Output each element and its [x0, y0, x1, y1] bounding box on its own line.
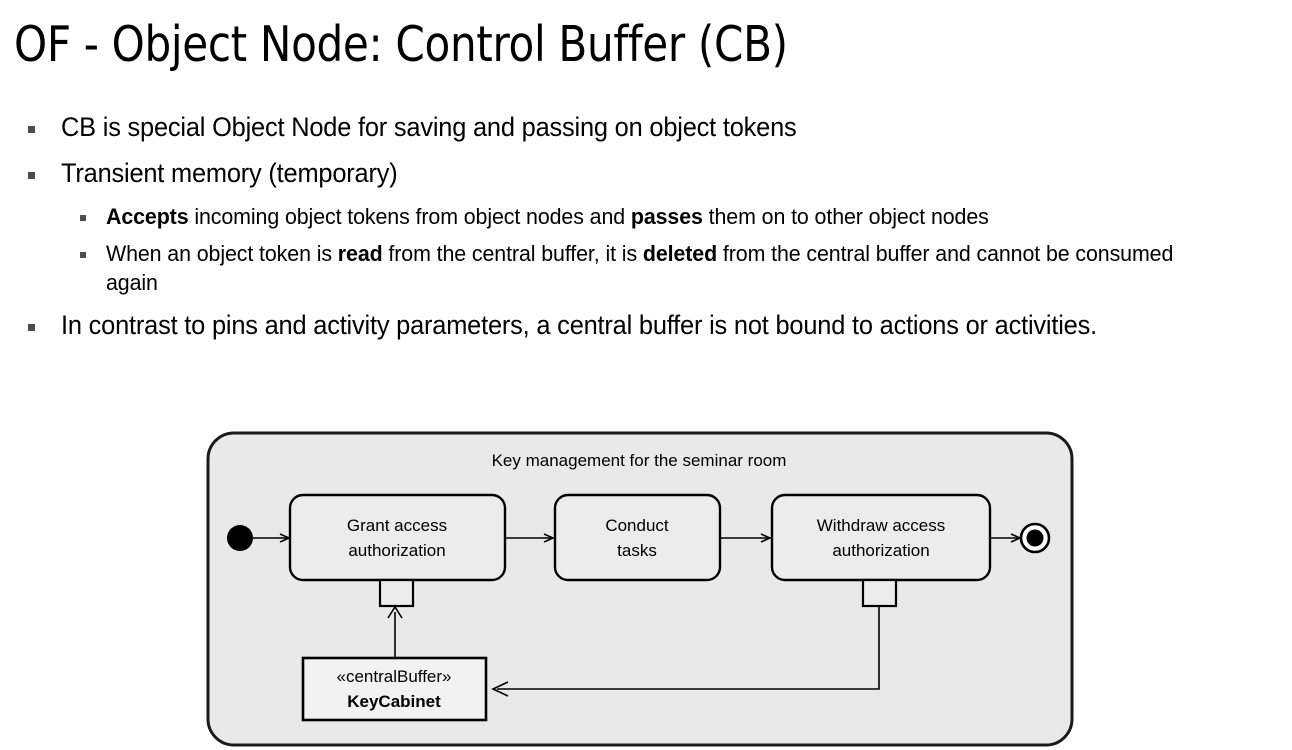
bullet-marker: [28, 172, 35, 179]
bullet-text: In contrast to pins and activity paramet…: [61, 310, 1097, 340]
central-buffer-name: KeyCabinet: [347, 692, 441, 711]
action-withdraw-label-line2: authorization: [832, 541, 929, 560]
bullet-text: Transient memory (temporary): [61, 158, 398, 188]
bullet-item-1: CB is special Object Node for saving and…: [28, 110, 1268, 144]
bullet-item-3: In contrast to pins and activity paramet…: [28, 308, 1268, 342]
action-grant-label-line1: Grant access: [347, 516, 447, 535]
action-node-grant[interactable]: [288, 493, 507, 582]
bullet-item-2: Transient memory (temporary): [28, 156, 1268, 190]
uml-activity-diagram: Key management for the seminar room Gran…: [205, 430, 1080, 750]
action-conduct-label-line2: tasks: [617, 541, 657, 560]
bullet-text: CB is special Object Node for saving and…: [61, 112, 797, 142]
bullet-list: CB is special Object Node for saving and…: [28, 110, 1268, 354]
flow-withdraw-to-buffer: [497, 606, 880, 690]
action-node-withdraw[interactable]: [770, 493, 992, 582]
flow-buffer-to-grant-arrowhead: [387, 605, 403, 619]
action-grant-label-line2: authorization: [348, 541, 445, 560]
bullet-marker: [28, 126, 35, 133]
bullet-marker: [80, 215, 86, 221]
initial-node: [227, 525, 253, 551]
bullet-marker: [28, 324, 35, 331]
output-pin-withdraw: [861, 578, 898, 608]
action-withdraw-label-line1: Withdraw access: [817, 516, 945, 535]
sub-bullet-item-1: Accepts incoming object tokens from obje…: [80, 202, 1268, 231]
action-conduct-label-line1: Conduct: [605, 516, 669, 535]
sub-bullet-text: Accepts incoming object tokens from obje…: [106, 204, 989, 229]
page-title: OF - Object Node: Control Buffer (CB): [14, 16, 788, 73]
activity-final-node-core: [1026, 529, 1044, 547]
action-node-conduct[interactable]: [553, 493, 722, 582]
flow-withdraw-to-buffer-arrowhead: [491, 681, 509, 697]
sub-bullet-list: Accepts incoming object tokens from obje…: [80, 202, 1268, 297]
activity-frame-title: Key management for the seminar room: [492, 451, 787, 470]
sub-bullet-text: When an object token is read from the ce…: [106, 241, 1174, 295]
central-buffer-stereotype: «centralBuffer»: [337, 667, 452, 686]
sub-bullet-item-2: When an object token is read from the ce…: [80, 239, 1268, 297]
bullet-marker: [80, 252, 86, 258]
input-pin-grant: [378, 578, 415, 608]
